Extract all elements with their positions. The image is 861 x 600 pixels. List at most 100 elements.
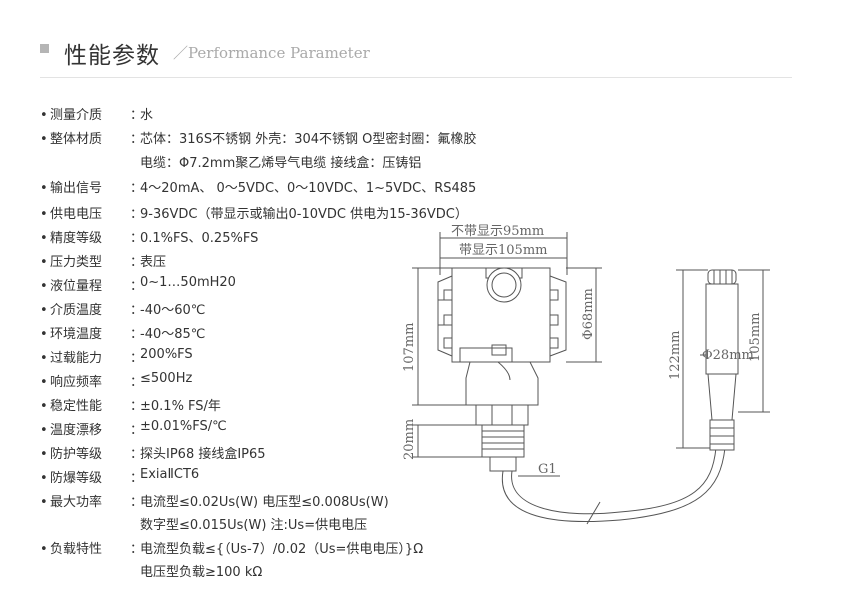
bullet: • — [40, 327, 48, 342]
spec-separator: ： — [130, 132, 144, 147]
page-subtitle: ／Performance Parameter — [173, 44, 370, 62]
dim-housing-diameter: Φ68mm — [581, 288, 596, 340]
dim-probe-diameter: Φ28mm — [702, 348, 754, 363]
spec-separator: ： — [130, 231, 144, 246]
spec-value: ≤500Hz — [140, 371, 193, 386]
spec-value: 0~1…50mH20 — [140, 275, 236, 290]
spec-label: 输出信号 — [50, 181, 103, 196]
spec-value: 9-36VDC（带显示或输出0-10VDC 供电为15-36VDC） — [140, 207, 468, 222]
bullet: • — [40, 132, 48, 147]
bullet: • — [40, 181, 48, 196]
bullet: • — [40, 207, 48, 222]
spec-row: •防护等级 ： — [40, 443, 150, 462]
spec-value: 表压 — [140, 255, 167, 270]
spec-separator: ： — [130, 351, 144, 366]
spec-label: 介质温度 — [50, 303, 103, 318]
bullet: • — [40, 423, 48, 438]
bullet: • — [40, 108, 48, 123]
spec-row: •防爆等级 ： — [40, 467, 150, 486]
spec-row: •压力类型 ： — [40, 251, 150, 270]
spec-row: •测量介质 ： — [40, 104, 150, 123]
dim-total-height: 107mm — [402, 323, 417, 372]
bullet: • — [40, 375, 48, 390]
dim-thread-height: 20mm — [402, 419, 417, 460]
spec-value: 电流型负载≤{（Us-7）/0.02（Us=供电电压）}Ω — [140, 542, 424, 557]
spec-separator: ： — [130, 399, 144, 414]
bullet: • — [40, 255, 48, 270]
spec-separator: ： — [130, 303, 144, 318]
spec-value: 电压型负载≥100 kΩ — [140, 565, 263, 580]
spec-label: 过载能力 — [50, 351, 103, 366]
spec-row: •介质温度 ： — [40, 299, 150, 318]
spec-label: 防护等级 — [50, 447, 103, 462]
spec-row: •响应频率 ： — [40, 371, 150, 390]
spec-separator: ： — [130, 255, 144, 270]
spec-value: 200%FS — [140, 347, 193, 362]
spec-separator: ： — [130, 207, 144, 222]
spec-row: •精度等级： — [40, 227, 150, 246]
spec-label: 温度漂移 — [50, 423, 103, 438]
spec-value: ExiaⅡCT6 — [140, 467, 200, 482]
spec-value: 4～20mA、 0～5VDC、0～10VDC、1~5VDC、RS485 — [140, 181, 477, 196]
bullet: • — [40, 399, 48, 414]
spec-separator: ： — [130, 108, 144, 123]
spec-value: 水 — [140, 108, 154, 123]
dim-probe-length-outer: 122mm — [668, 331, 683, 380]
spec-label: 整体材质 — [50, 132, 103, 147]
spec-value: -40～60℃ — [140, 303, 206, 318]
dim-thread: G1 — [538, 462, 557, 477]
spec-label: 环境温度 — [50, 327, 103, 342]
spec-value: 0.1%FS、0.25%FS — [140, 231, 259, 246]
spec-label: 精度等级 — [50, 231, 103, 246]
spec-value: 电缆：Φ7.2mm聚乙烯导气电缆 接线盒：压铸铝 — [140, 156, 422, 171]
spec-label: 测量介质 — [50, 108, 103, 123]
bullet: • — [40, 279, 48, 294]
bullet: • — [40, 495, 48, 510]
header-divider — [40, 77, 792, 78]
spec-row: •温度漂移 ： — [40, 419, 150, 438]
spec-label: 压力类型 — [50, 255, 103, 270]
spec-label: 负载特性 — [50, 542, 103, 557]
spec-separator: ： — [130, 375, 144, 390]
spec-label: 液位量程 — [50, 279, 103, 294]
spec-label: 响应频率 — [50, 375, 103, 390]
bullet: • — [40, 303, 48, 318]
spec-row: •负载特性 ： — [40, 538, 150, 557]
spec-value: 芯体：316S不锈钢 外壳：304不锈钢 O型密封圈：氟橡胶 — [140, 132, 477, 147]
dim-probe-length-inner: 105mm — [748, 313, 763, 362]
spec-value: 探头IP68 接线盒IP65 — [140, 447, 266, 462]
spec-separator: ： — [130, 471, 144, 486]
dim-display-width: 带显示105mm — [459, 243, 547, 258]
spec-row: •环境温度 ： — [40, 323, 150, 342]
bullet: • — [40, 471, 48, 486]
bullet: • — [40, 351, 48, 366]
spec-separator: ： — [130, 279, 144, 294]
spec-label: 防爆等级 — [50, 471, 103, 486]
spec-row: •供电电压 ： — [40, 203, 150, 222]
spec-row: •输出信号 ： — [40, 177, 150, 196]
spec-row: •整体材质 ： — [40, 128, 150, 147]
spec-value: 电流型≤0.02Us(W) 电压型≤0.008Us(W) — [140, 495, 389, 510]
dim-no-display-width: 不带显示95mm — [451, 224, 544, 239]
spec-value: -40～85℃ — [140, 327, 206, 342]
spec-row: •液位量程 ： — [40, 275, 150, 294]
spec-row: •过载能力 ： — [40, 347, 150, 366]
spec-value: ±0.1% FS/年 — [140, 399, 221, 414]
spec-separator: ： — [130, 423, 144, 438]
spec-row: •最大功率 ： — [40, 491, 150, 510]
spec-row: •稳定性能 ： — [40, 395, 150, 414]
header-square-icon — [40, 44, 49, 53]
bullet: • — [40, 447, 48, 462]
spec-separator: ： — [130, 327, 144, 342]
spec-label: 供电电压 — [50, 207, 103, 222]
spec-value: 数字型≤0.015Us(W) 注:Us=供电电压 — [140, 518, 368, 533]
spec-label: 最大功率 — [50, 495, 103, 510]
bullet: • — [40, 542, 48, 557]
spec-separator: ： — [130, 495, 144, 510]
spec-separator: ： — [130, 542, 144, 557]
spec-separator: ： — [130, 447, 144, 462]
spec-separator: ： — [130, 181, 144, 196]
spec-label: 稳定性能 — [50, 399, 103, 414]
page-title: 性能参数 — [64, 43, 160, 69]
